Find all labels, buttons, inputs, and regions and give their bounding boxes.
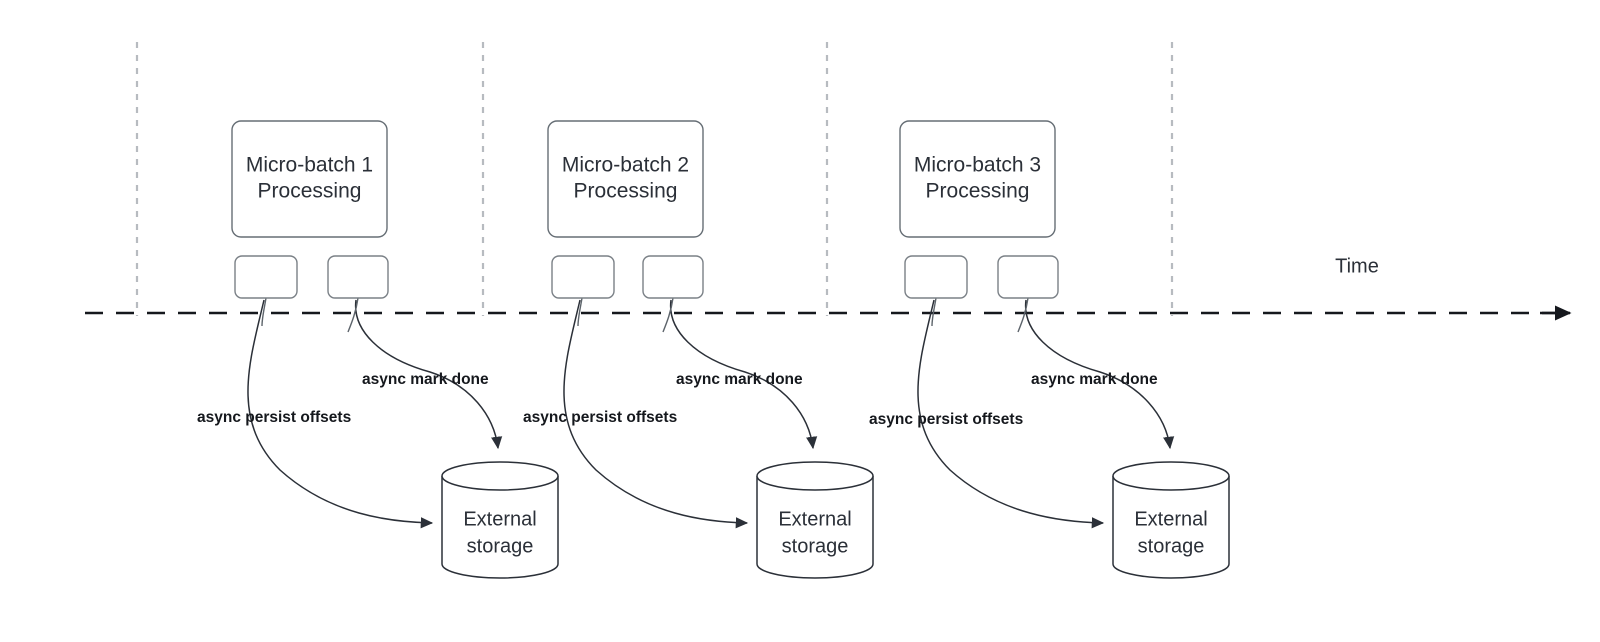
external-storage-2-line2: storage [782, 535, 849, 557]
external-storage-2-body [756, 476, 874, 579]
micro-batch-3-processing[interactable] [899, 120, 1056, 238]
micro-batch-3-processing-line1: Micro-batch 3 [914, 154, 1041, 177]
flow-edges-layer [247, 297, 1175, 529]
external-storage-1-line1: External [463, 508, 536, 530]
external-storage-3-line2: storage [1138, 535, 1205, 557]
async-mark-done-edge-3 [1024, 299, 1175, 450]
task-box-1b[interactable] [327, 255, 389, 299]
edge-labels-layer: Time async persist offsets async mark done… [197, 255, 1379, 428]
external-storage-3-body [1112, 476, 1230, 579]
async-persist-offsets-edge-3 [917, 299, 1105, 529]
micro-batch-2-processing-line1: Micro-batch 2 [562, 154, 689, 177]
micro-batch-2-processing[interactable] [547, 120, 704, 238]
micro-batch-1-processing[interactable] [231, 120, 388, 238]
external-storage-1-line2: storage [467, 535, 534, 557]
external-storage-1-top[interactable] [441, 461, 559, 491]
async-persist-offsets-edge-2-label: async persist offsets [523, 409, 677, 426]
micro-batch-1-processing-line1: Micro-batch 1 [246, 154, 373, 177]
task-box-3a[interactable] [904, 255, 968, 299]
stub-1a [261, 297, 267, 327]
async-persist-offsets-edge-3-label: async persist offsets [869, 411, 1023, 428]
time-axis-label: Time [1335, 255, 1379, 277]
stub-2b [662, 297, 674, 333]
external-storage-2-line1: External [778, 508, 851, 530]
task-box-1a[interactable] [234, 255, 298, 299]
async-mark-done-edge-1 [354, 299, 503, 450]
external-storage-2-top[interactable] [756, 461, 874, 491]
task-box-2b[interactable] [642, 255, 704, 299]
stub-3b [1017, 297, 1029, 333]
async-mark-done-edge-2-label: async mark done [676, 371, 803, 388]
external-storage-3-top[interactable] [1112, 461, 1230, 491]
stub-2a [577, 297, 583, 327]
async-persist-offsets-edge-1-label: async persist offsets [197, 409, 351, 426]
stub-3a [931, 297, 937, 327]
task-box-2a[interactable] [551, 255, 615, 299]
async-persist-offsets-edge-1 [247, 299, 434, 529]
async-persist-offsets-edge-2 [563, 299, 749, 529]
stub-1b [347, 297, 359, 333]
async-mark-done-edge-1-label: async mark done [362, 371, 489, 388]
micro-batch-1-processing-line2: Processing [258, 180, 362, 203]
micro-batch-2-processing-line2: Processing [574, 180, 678, 203]
micro-batch-3-processing-line2: Processing [926, 180, 1030, 203]
async-mark-done-edge-2 [669, 299, 818, 450]
external-storage-3-line1: External [1134, 508, 1207, 530]
external-storage-1-body [441, 476, 559, 579]
task-box-3b[interactable] [997, 255, 1059, 299]
async-mark-done-edge-3-label: async mark done [1031, 371, 1158, 388]
